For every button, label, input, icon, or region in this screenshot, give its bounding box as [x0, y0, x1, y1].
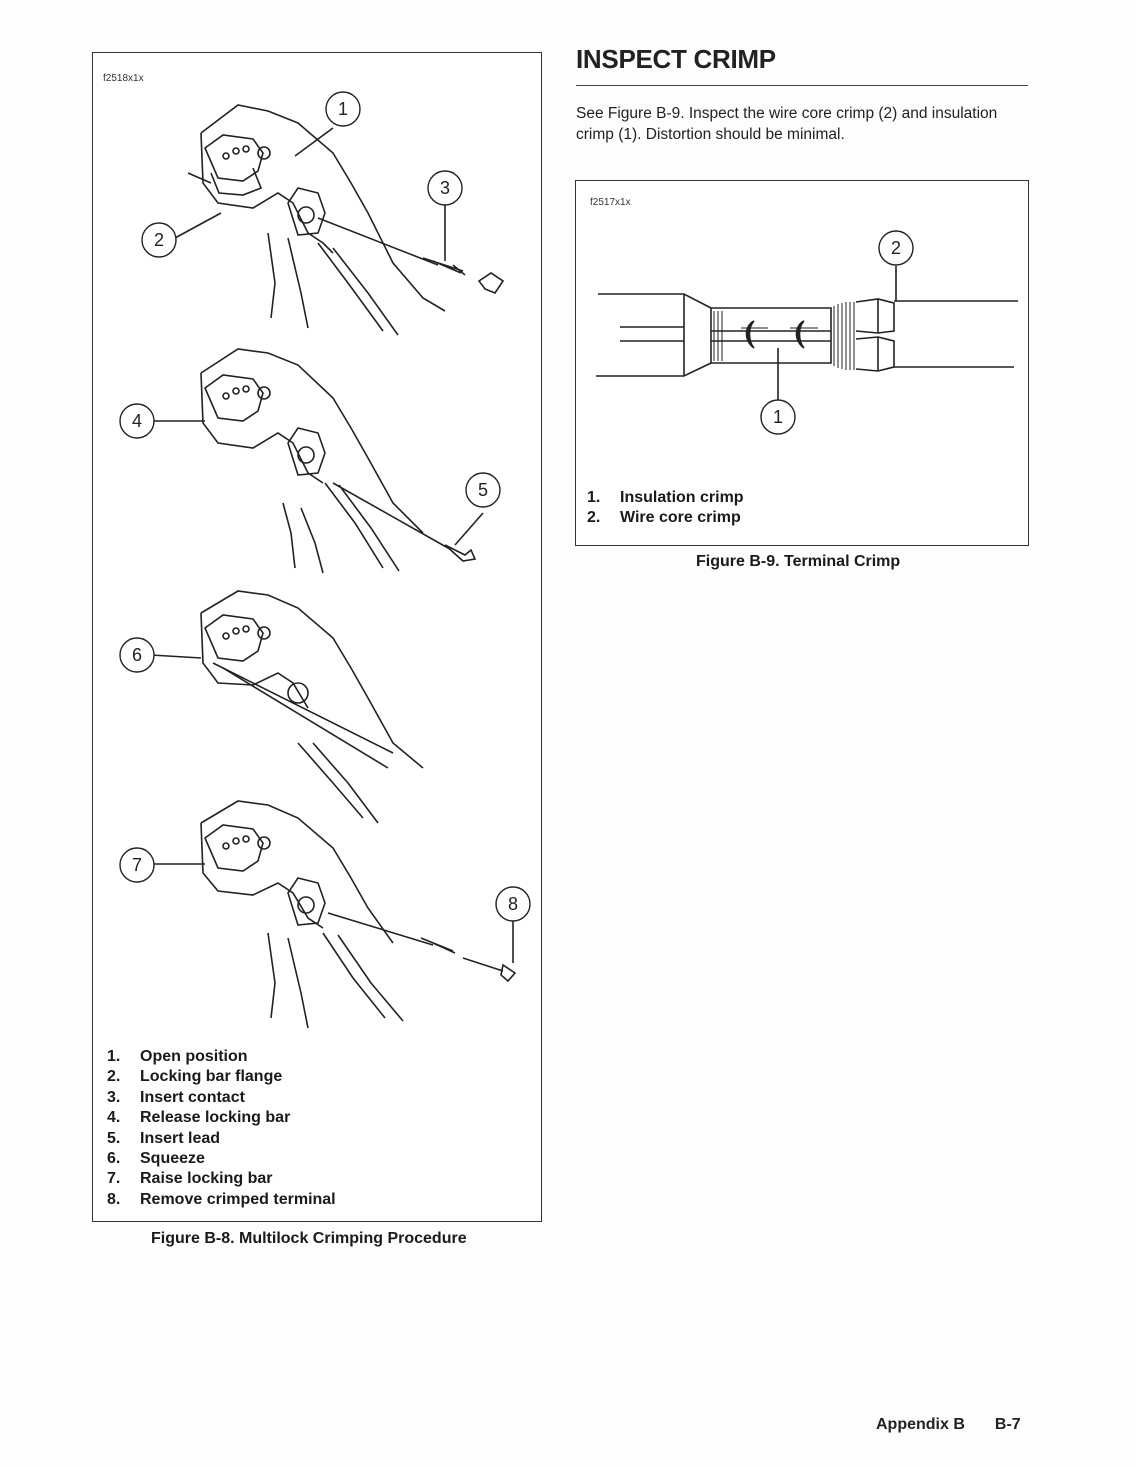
callout-1: 1 [773, 407, 783, 427]
crimp-tool-release [200, 348, 449, 574]
crimp-tool-open [187, 104, 446, 336]
intro-paragraph: See Figure B-9. Inspect the wire core cr… [576, 105, 998, 143]
callout-6: 6 [132, 645, 142, 665]
legend-item: 1.Open position [107, 1048, 248, 1065]
legend-item: 1.Insulation crimp [587, 489, 744, 506]
legend-item: 3.Insert contact [107, 1088, 245, 1106]
legend-item: 2.Locking bar flange [107, 1068, 283, 1086]
legend-item: 6.Squeeze [107, 1150, 205, 1168]
crimping-procedure-illustration: 1 2 3 4 5 6 7 8 [119, 91, 531, 1029]
callout-7: 7 [132, 855, 142, 875]
crimp-tool-remove [200, 800, 434, 1029]
terminal-crimp-illustration: 2 1 [596, 230, 1018, 435]
figure-b9-box: f2517x1x [575, 180, 1029, 546]
heading-rule [576, 85, 1028, 86]
footer-section: Appendix B [876, 1416, 965, 1433]
figure-b9-caption: Figure B-9. Terminal Crimp [696, 553, 901, 570]
legend-item: 2.Wire core crimp [587, 509, 741, 527]
section-heading: INSPECT CRIMP [576, 44, 776, 74]
page-footer: Appendix B B-7 [876, 1416, 1021, 1434]
callout-3: 3 [440, 178, 450, 198]
callout-4: 4 [132, 411, 142, 431]
figure-b8-code: f2518x1x [103, 73, 144, 84]
callout-1: 1 [338, 99, 348, 119]
legend-item: 8.Remove crimped terminal [107, 1190, 336, 1208]
crimp-tool-squeeze [200, 590, 424, 824]
figure-b8-legend: 1.Open position 2.Locking bar flange 3.I… [107, 1047, 336, 1210]
figure-b8-caption: Figure B-8. Multilock Crimping Procedure [151, 1230, 467, 1247]
legend-item: 5.Insert lead [107, 1129, 221, 1147]
figure-b9-legend: 1.Insulation crimp 2.Wire core crimp [587, 488, 744, 529]
legend-item: 7.Raise locking bar [107, 1170, 273, 1188]
callout-2: 2 [154, 230, 164, 250]
page-number: B-7 [994, 1416, 1021, 1433]
callout-5: 5 [478, 480, 488, 500]
figure-b9-code: f2517x1x [590, 197, 631, 208]
callout-2: 2 [891, 238, 901, 258]
figure-b8-box: f2518x1x [92, 52, 542, 1222]
legend-item: 4.Release locking bar [107, 1109, 291, 1127]
callout-8: 8 [508, 894, 518, 914]
